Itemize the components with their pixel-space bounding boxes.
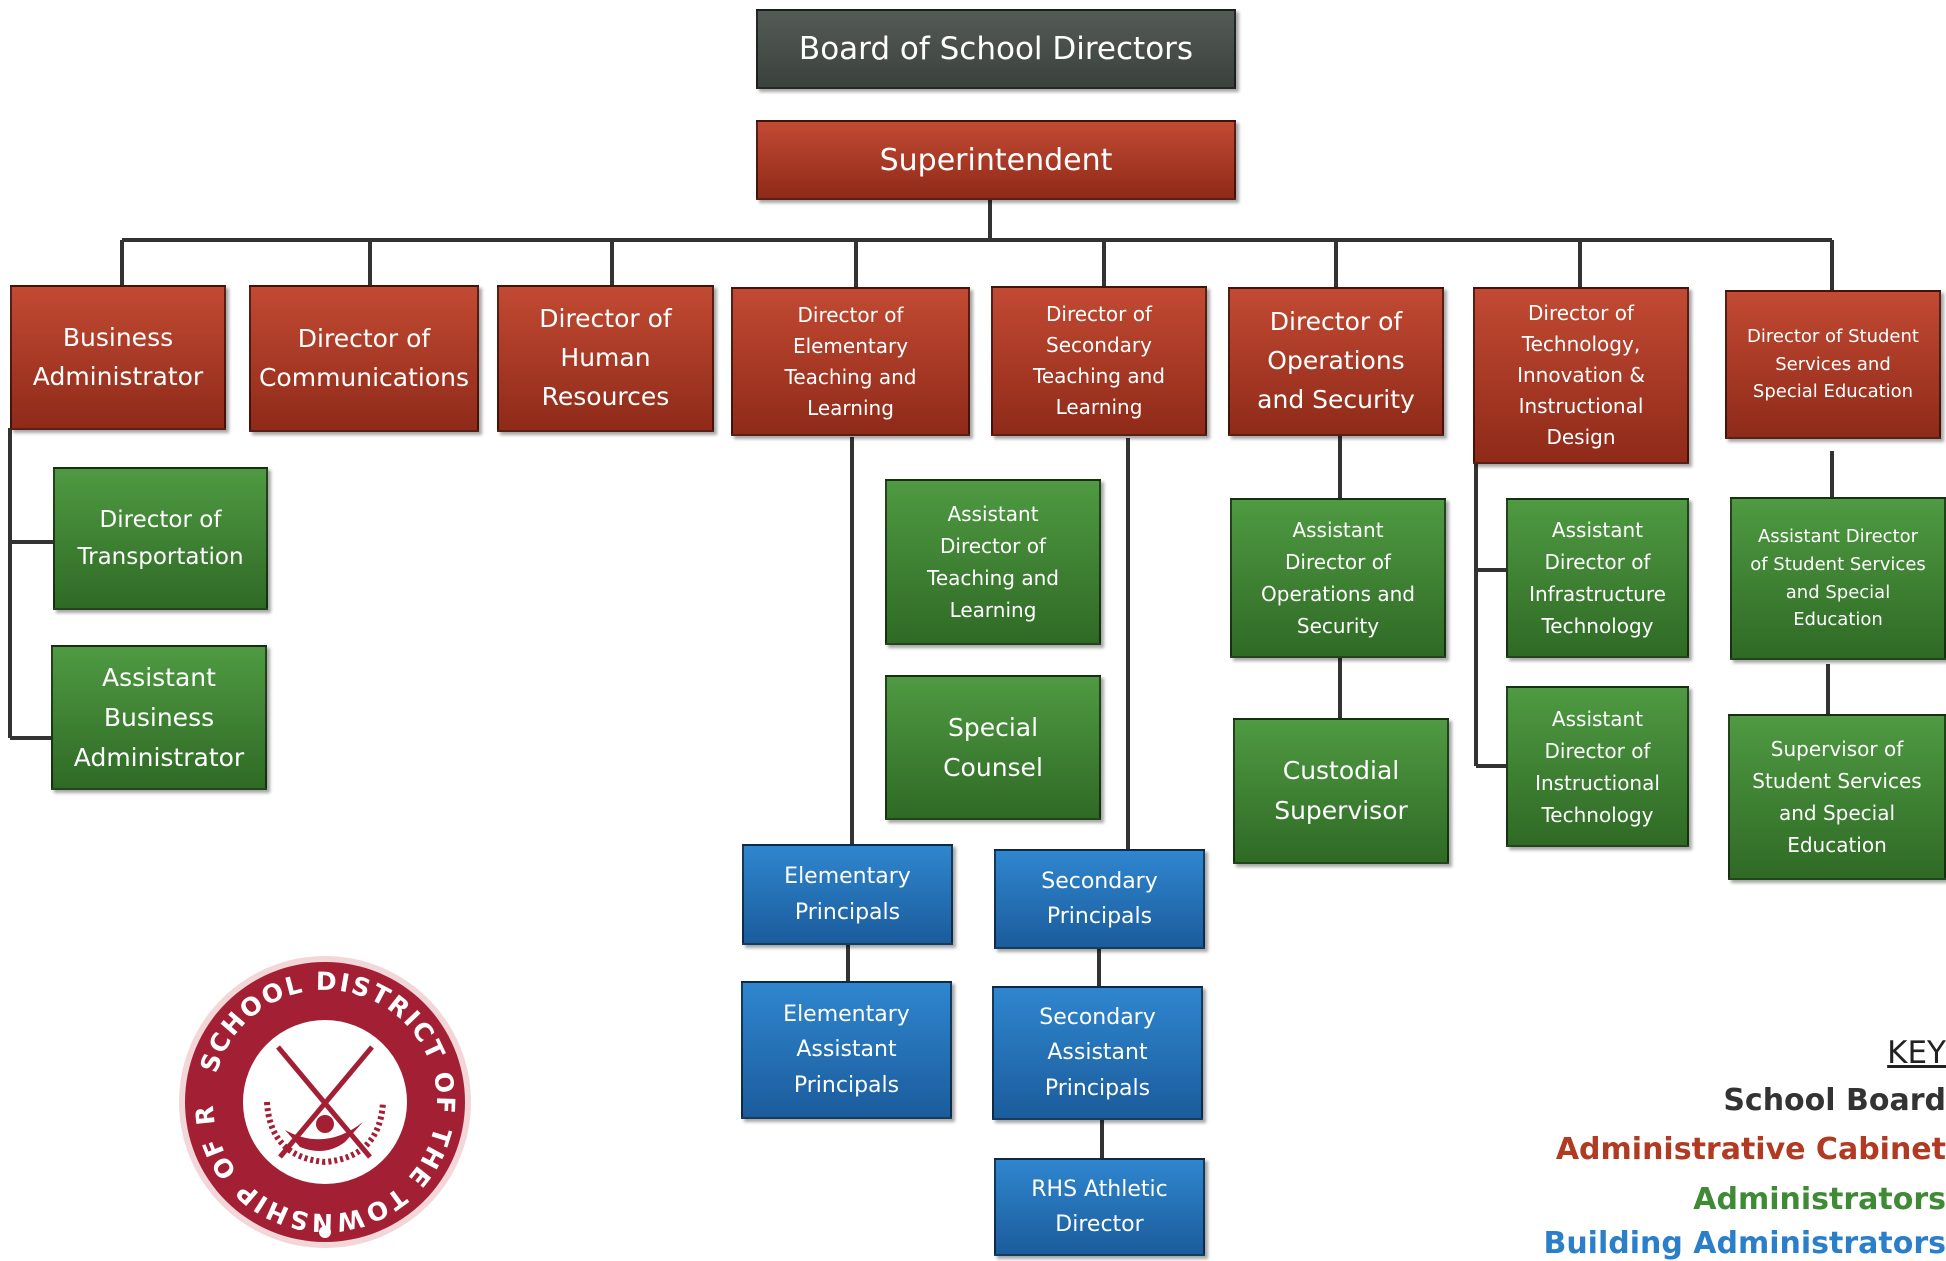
supervisor-student-services-box: Supervisor of Student Services and Speci…: [1728, 714, 1946, 880]
assistant-director-infrastructure-technology-box: Assistant Director of Infrastructure Tec…: [1506, 498, 1689, 658]
special-counsel-box: Special Counsel: [885, 675, 1101, 820]
business-administrator-box: Business Administrator: [10, 285, 226, 430]
key-administrative-cabinet: Administrative Cabinet: [1555, 1132, 1946, 1167]
director-of-operations-and-security-box: Director of Operations and Security: [1228, 287, 1444, 436]
secondary-assistant-principals-box: Secondary Assistant Principals: [992, 986, 1203, 1120]
rhs-athletic-director-box: RHS Athletic Director: [994, 1158, 1205, 1256]
board-of-school-directors-box: Board of School Directors: [756, 9, 1236, 89]
key-building-administrators: Building Administrators: [1543, 1226, 1946, 1261]
school-district-seal: SCHOOL DISTRICT OF THE TOWNSHIP OF RADNO…: [175, 952, 471, 1248]
key-school-board: School Board: [1723, 1083, 1946, 1118]
elementary-principals-box: Elementary Principals: [742, 844, 953, 945]
assistant-director-instructional-technology-box: Assistant Director of Instructional Tech…: [1506, 686, 1689, 847]
secondary-principals-box: Secondary Principals: [994, 849, 1205, 949]
key-heading: KEY: [1887, 1035, 1946, 1071]
assistant-business-administrator-box: Assistant Business Administrator: [51, 645, 267, 790]
custodial-supervisor-box: Custodial Supervisor: [1233, 718, 1449, 864]
director-of-human-resources-box: Director of Human Resources: [497, 285, 714, 432]
director-of-technology-box: Director of Technology, Innovation & Ins…: [1473, 287, 1689, 464]
assistant-director-operations-security-box: Assistant Director of Operations and Sec…: [1230, 498, 1446, 658]
elementary-assistant-principals-box: Elementary Assistant Principals: [741, 981, 952, 1119]
director-of-secondary-teaching-box: Director of Secondary Teaching and Learn…: [991, 286, 1207, 436]
superintendent-box: Superintendent: [756, 120, 1236, 200]
director-of-student-services-box: Director of Student Services and Special…: [1725, 290, 1941, 439]
assistant-director-teaching-learning-box: Assistant Director of Teaching and Learn…: [885, 479, 1101, 645]
director-of-communications-box: Director of Communications: [249, 285, 479, 432]
director-of-elementary-teaching-box: Director of Elementary Teaching and Lear…: [731, 287, 970, 436]
director-of-transportation-box: Director of Transportation: [53, 467, 268, 610]
key-administrators: Administrators: [1693, 1182, 1946, 1217]
assistant-director-student-services-box: Assistant Director of Student Services a…: [1730, 497, 1946, 660]
